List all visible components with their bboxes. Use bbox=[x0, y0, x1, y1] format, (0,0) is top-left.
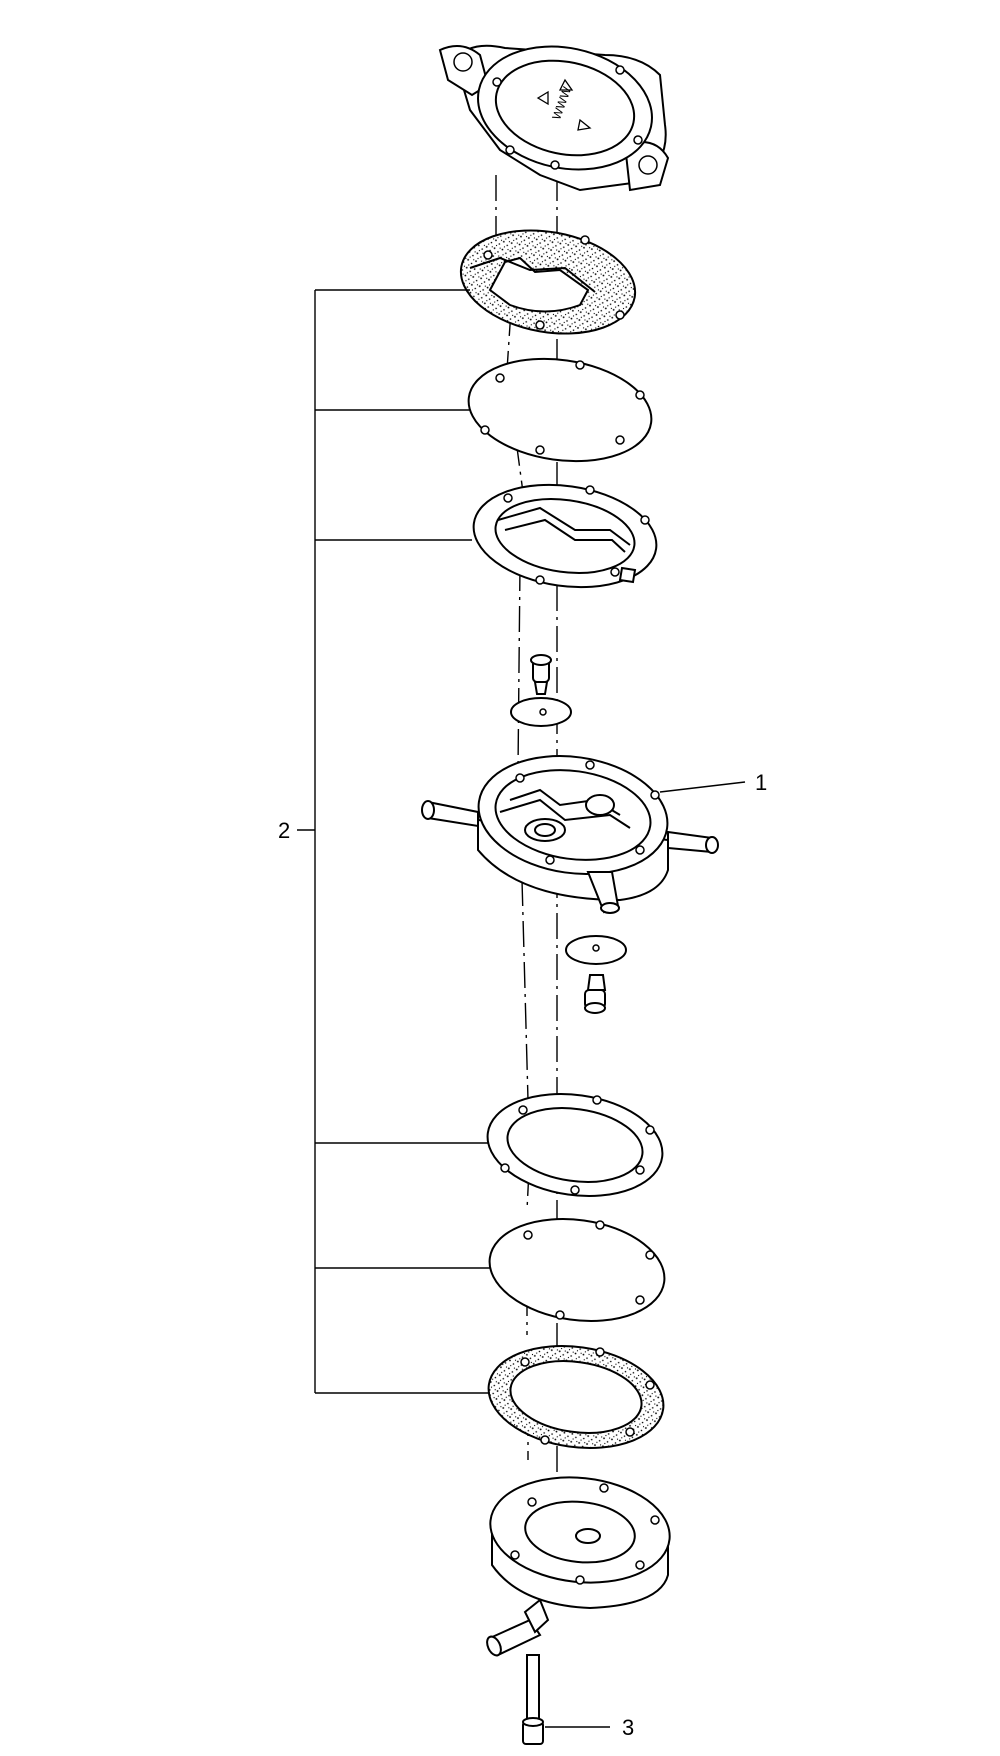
top-cover: WWW bbox=[438, 44, 670, 192]
screw bbox=[522, 1654, 544, 1745]
upper-diaphragm bbox=[467, 357, 653, 463]
callout-1: 1 bbox=[755, 770, 767, 795]
valve-gasket bbox=[472, 483, 658, 589]
upper-gasket bbox=[459, 229, 637, 335]
pump-body bbox=[421, 755, 719, 914]
lower-check-valve bbox=[565, 935, 627, 1014]
callout-leaders bbox=[297, 289, 746, 1728]
upper-check-valve bbox=[510, 654, 572, 727]
callout-3: 3 bbox=[622, 1715, 634, 1740]
bottom-cover bbox=[486, 1476, 671, 1657]
lower-speckled-gasket bbox=[487, 1344, 665, 1450]
callout-2: 2 bbox=[278, 818, 290, 843]
lower-ring-gasket bbox=[486, 1092, 664, 1198]
lower-diaphragm bbox=[488, 1217, 666, 1323]
callout-labels: 1 2 3 bbox=[278, 770, 767, 1740]
